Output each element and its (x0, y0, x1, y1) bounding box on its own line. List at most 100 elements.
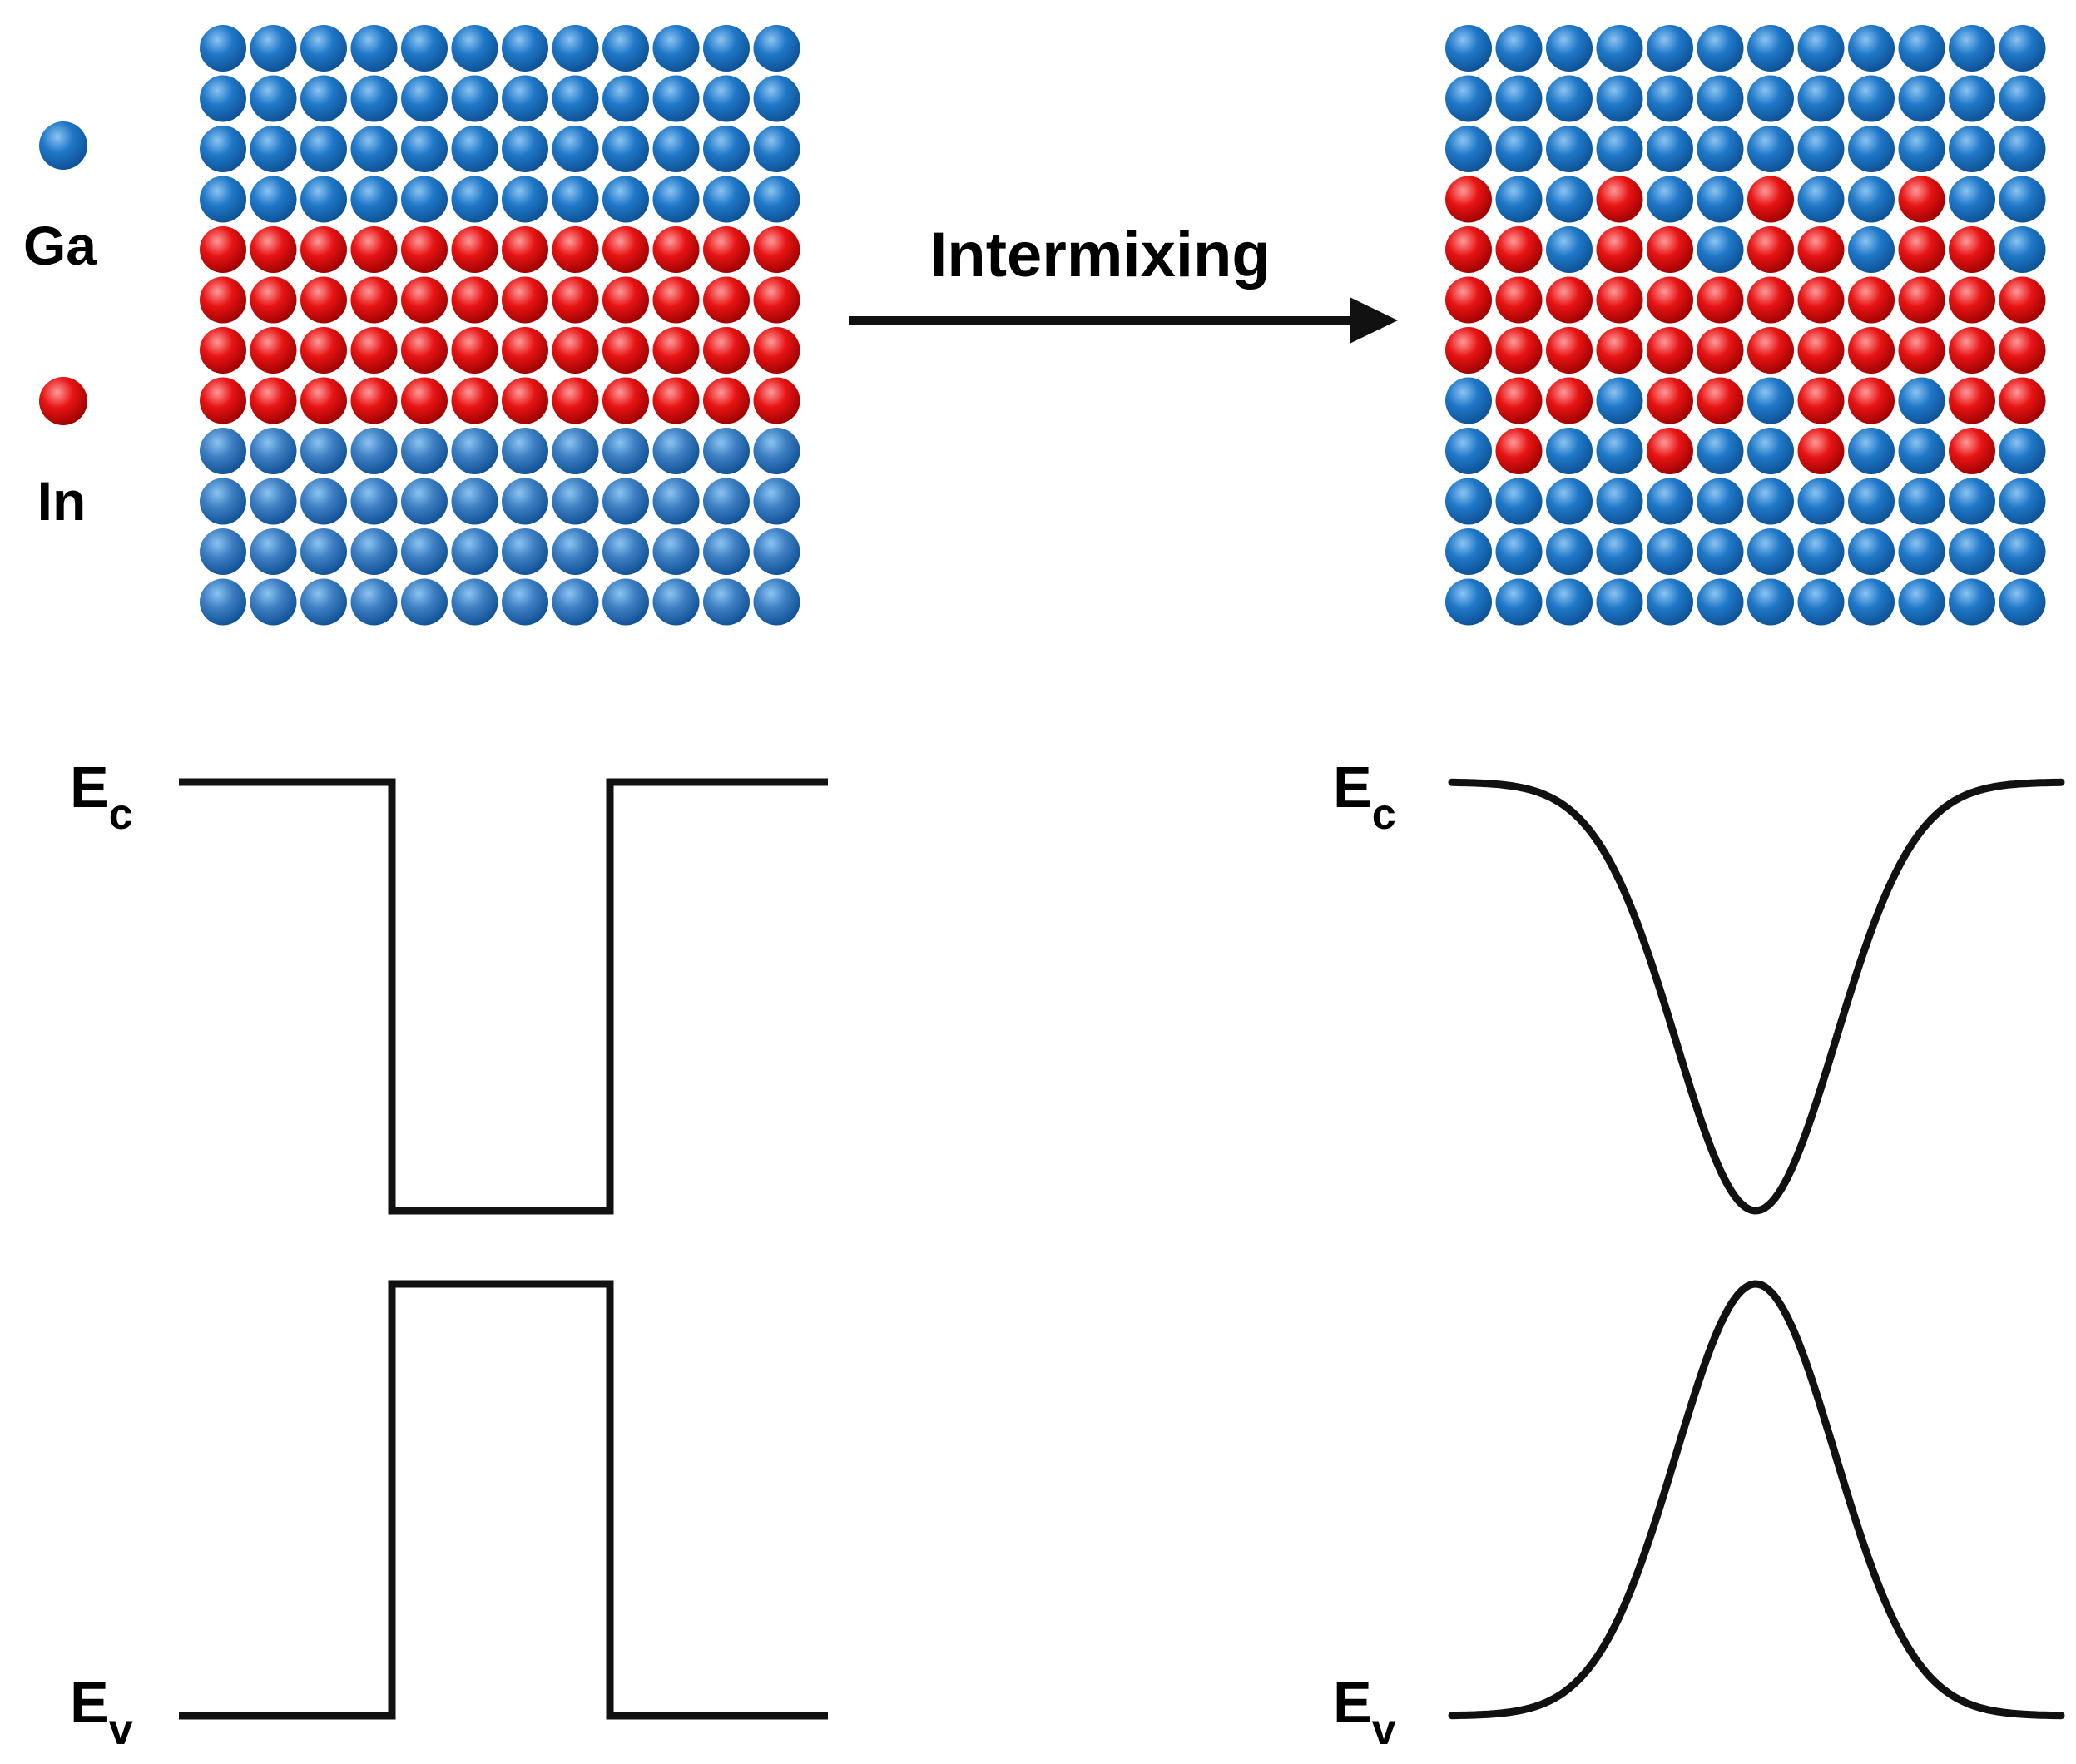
ga-atom (250, 428, 297, 474)
in-atom (1495, 327, 1543, 374)
arrowhead-icon (1350, 297, 1398, 344)
ga-atom (1797, 528, 1845, 575)
ga-atom (200, 25, 246, 72)
in-atom (1797, 276, 1845, 324)
ga-atom (200, 176, 246, 223)
in-atom (1797, 327, 1845, 374)
ga-atom (703, 428, 750, 474)
ga-atom (451, 578, 498, 626)
lattice-after-intermixing (1445, 25, 2046, 626)
ga-atom (703, 528, 750, 575)
ga-atom (1445, 75, 1492, 122)
ga-atom (401, 578, 448, 626)
in-atom (1848, 377, 1895, 424)
in-atom (1697, 327, 1744, 374)
in-atom (1647, 377, 1693, 424)
in-atom (1546, 377, 1593, 424)
in-atom (200, 226, 246, 273)
ga-atom (200, 126, 246, 172)
ga-atom (451, 126, 498, 172)
in-atom (1495, 428, 1543, 474)
in-atom (200, 327, 246, 374)
ga-atom (1848, 528, 1895, 575)
ga-atom (552, 75, 599, 122)
in-atom (300, 226, 347, 273)
in-atom (300, 276, 347, 324)
ga-atom (1495, 578, 1543, 626)
in-atom (300, 327, 347, 374)
ga-atom (1647, 25, 1693, 72)
ga-atom (652, 25, 700, 72)
ga-atom (300, 25, 347, 72)
ga-atom (1596, 428, 1643, 474)
ga-atom (451, 75, 498, 122)
ev-label-left: Ev (70, 1670, 133, 1754)
ga-atom (652, 428, 700, 474)
intermixing-arrow: Intermixing (849, 220, 1398, 344)
ga-atom (1949, 578, 1995, 626)
ga-atom (401, 478, 448, 525)
in-atom (703, 276, 750, 324)
ga-atom (350, 578, 398, 626)
ga-atom (1999, 478, 2046, 525)
in-atom (552, 327, 599, 374)
in-atom (1445, 327, 1492, 374)
ga-atom (1495, 528, 1543, 575)
ga-atom (1848, 578, 1895, 626)
ga-atom (1546, 428, 1593, 474)
ga-atom (1747, 478, 1794, 525)
in-atom (401, 276, 448, 324)
in-atom (1949, 428, 1995, 474)
ga-atom (703, 478, 750, 525)
ga-atom (652, 75, 700, 122)
ga-atom (753, 478, 800, 525)
in-atom (703, 377, 750, 424)
ga-atom (250, 126, 297, 172)
ga-atom (502, 25, 548, 72)
ga-atom (401, 428, 448, 474)
ga-atom (1495, 478, 1543, 525)
ga-atom (602, 126, 649, 172)
in-atom (1445, 176, 1492, 223)
in-atom (602, 226, 649, 273)
ga-atom (502, 578, 548, 626)
ga-atom (602, 478, 649, 525)
band-diagram-intermixed: Ec Ev (1333, 755, 2065, 1754)
in-atom (602, 327, 649, 374)
in-atom (753, 327, 800, 374)
in-atom (1546, 327, 1593, 374)
ga-atom (350, 176, 398, 223)
ga-atom (1495, 75, 1543, 122)
ga-atom (1999, 176, 2046, 223)
in-atom (753, 276, 800, 324)
in-atom (1596, 327, 1643, 374)
ga-atom (1797, 126, 1845, 172)
ga-atom (602, 176, 649, 223)
ga-atom (1898, 478, 1945, 525)
ga-atom (1999, 75, 2046, 122)
ga-atom (1445, 528, 1492, 575)
ga-atom (1848, 176, 1895, 223)
ga-atom (1596, 478, 1643, 525)
in-atom (1898, 226, 1945, 273)
ga-atom (502, 126, 548, 172)
ga-atom (1596, 25, 1643, 72)
ga-atom (1999, 528, 2046, 575)
ga-atom (1848, 126, 1895, 172)
in-atom (1495, 276, 1543, 324)
ga-atom (1495, 176, 1543, 223)
ga-atom (502, 75, 548, 122)
ga-atom (1546, 25, 1593, 72)
ga-atom (753, 578, 800, 626)
ga-atom (300, 75, 347, 122)
ga-atom (1445, 25, 1492, 72)
ga-atom (451, 176, 498, 223)
in-atom (350, 327, 398, 374)
ec-label-left: Ec (70, 755, 133, 839)
in-atom (1697, 377, 1744, 424)
ga-atom (300, 126, 347, 172)
ga-atom (1697, 428, 1744, 474)
ga-atom (703, 25, 750, 72)
ga-atom (1697, 176, 1744, 223)
